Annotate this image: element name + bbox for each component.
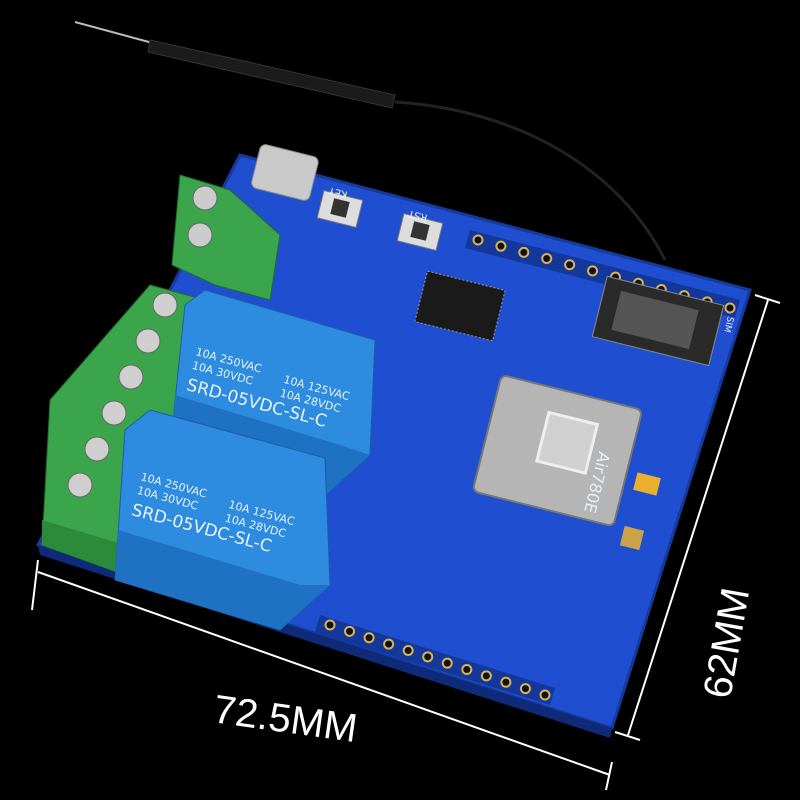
- bottom-header: [315, 615, 555, 705]
- header-pin: [564, 259, 576, 271]
- header-pin: [495, 240, 507, 252]
- width-label: 72.5MM: [211, 687, 360, 751]
- terminal-screw: [152, 292, 178, 318]
- usb-c-port: [251, 144, 319, 201]
- header-pin: [461, 664, 473, 676]
- rst-button[interactable]: [396, 212, 444, 252]
- header-pin: [587, 265, 599, 277]
- mcu-chip: [414, 270, 506, 342]
- header-pin: [500, 676, 512, 688]
- rst-label: RST: [406, 207, 428, 223]
- header-pin: [539, 689, 551, 701]
- header-pin: [518, 246, 530, 258]
- header-pin: [363, 632, 375, 644]
- key-label: KEY: [327, 184, 349, 199]
- height-label: 62MM: [696, 584, 759, 701]
- terminal-screw: [118, 364, 144, 390]
- tantalum-capacitor: [633, 472, 661, 496]
- header-pin: [480, 670, 492, 682]
- header-pin: [383, 638, 395, 650]
- width-dimension-line: [31, 559, 613, 791]
- key-button[interactable]: [316, 189, 364, 229]
- header-pin: [519, 683, 531, 695]
- header-pin: [441, 657, 453, 669]
- ipex-connector: [619, 525, 645, 551]
- header-pin: [344, 625, 356, 637]
- header-pin: [402, 644, 414, 656]
- power-terminal-block: [171, 174, 281, 301]
- height-dimension-line: [614, 294, 781, 741]
- terminal-screw: [101, 400, 127, 426]
- header-pin: [541, 253, 553, 265]
- terminal-screw: [135, 328, 161, 354]
- header-pin: [422, 651, 434, 663]
- terminal-screw: [84, 436, 110, 462]
- header-pin: [472, 234, 484, 246]
- header-pin: [324, 619, 336, 631]
- air780e-module: Air780E: [472, 375, 643, 527]
- sim-slot: [591, 275, 725, 367]
- terminal-screw: [67, 472, 93, 498]
- relay-2: 10A 250VAC 10A 125VAC 10A 30VDC 10A 28VD…: [114, 409, 331, 631]
- sim-label: SIM: [721, 315, 735, 333]
- header-pin: [724, 302, 736, 314]
